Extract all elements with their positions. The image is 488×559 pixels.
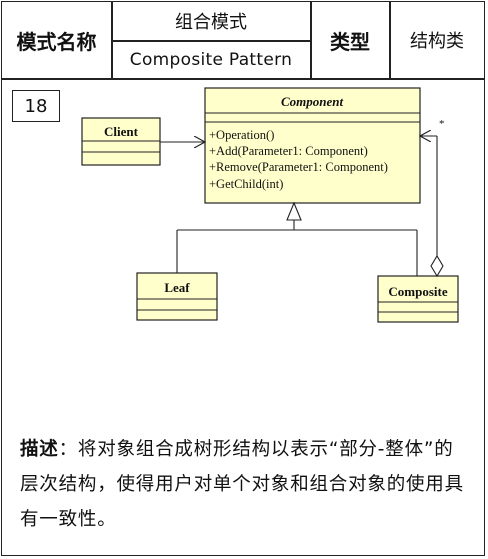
multiplicity-label: * — [439, 118, 445, 130]
client-class: Client — [81, 117, 161, 166]
component-class: Component +Operation() +Add(Parameter1: … — [204, 87, 421, 204]
component-operation: +Add(Parameter1: Component) — [209, 144, 368, 158]
description: 描述：将对象组合成树形结构以表示“部分-整体”的层次结构，使得用户对单个对象和组… — [20, 432, 472, 537]
component-class-name: Component — [281, 94, 344, 109]
description-label: 描述 — [20, 439, 59, 460]
pattern-name-cn: 组合模式 — [175, 12, 247, 33]
leaf-class: Leaf — [136, 272, 218, 321]
header-bottom-border — [2, 78, 484, 80]
type-value: 结构类 — [410, 31, 464, 52]
component-operation: +GetChild(int) — [209, 177, 283, 191]
header-table: 模式名称 组合模式 Composite Pattern 类型 结构类 — [2, 2, 486, 80]
pattern-name-en: Composite Pattern — [129, 49, 293, 70]
composite-aggregation: * — [420, 118, 445, 278]
composite-class: Composite — [377, 275, 459, 323]
description-colon: ： — [58, 439, 78, 460]
description-text: 将对象组合成树形结构以表示“部分-整体”的层次结构，使得用户对单个对象和组合对象… — [20, 439, 464, 530]
pattern-name-label: 模式名称 — [16, 29, 97, 54]
component-operation: +Remove(Parameter1: Component) — [209, 160, 388, 174]
generalization-connector — [176, 201, 418, 276]
type-label: 类型 — [330, 29, 370, 54]
component-operation: +Operation() — [209, 128, 274, 142]
pattern-number-box: 18 — [12, 90, 60, 122]
leaf-class-name: Leaf — [164, 280, 190, 295]
divider — [111, 2, 113, 78]
composite-class-name: Composite — [388, 284, 447, 299]
divider — [310, 2, 312, 78]
divider — [389, 2, 391, 78]
client-class-name: Client — [104, 124, 139, 139]
divider — [112, 40, 310, 42]
